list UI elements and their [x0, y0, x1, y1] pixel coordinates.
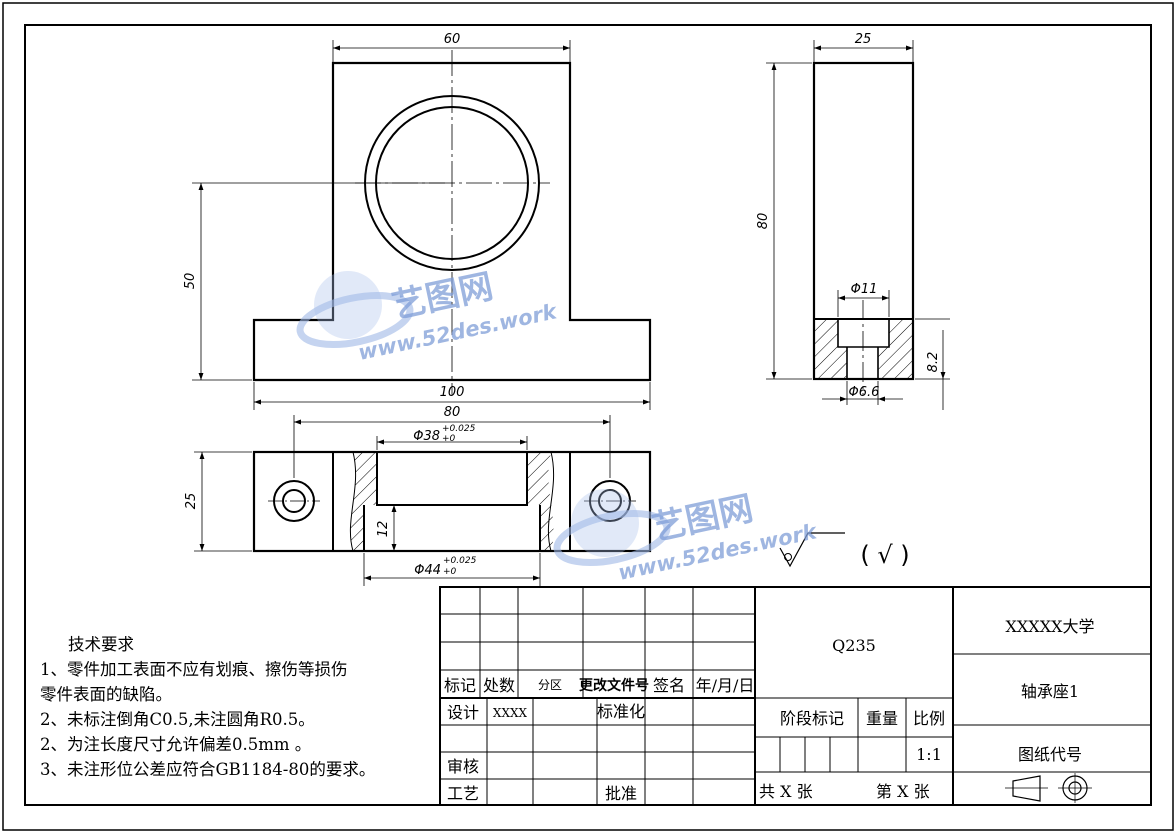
dim-counterbore-depth: 8.2	[926, 352, 941, 373]
dim-front-width: 60	[444, 32, 461, 47]
watermark-2: 艺图网 www.52des.work	[553, 488, 821, 585]
tb-stage-mark: 阶段标记	[780, 709, 844, 728]
side-view: 25 80 Φ11 Φ6.6 8.2	[756, 32, 950, 410]
dim-bore-38: Φ38	[413, 429, 440, 444]
tb-designer: XXXX	[493, 706, 528, 720]
notes-line-1a: 1、零件加工表面不应有划痕、擦伤等损伤	[40, 660, 348, 679]
notes-line-4: 3、未注形位公差应符合GB1184-80的要求。	[40, 760, 376, 779]
tb-weight: 重量	[866, 709, 898, 728]
top-view: 80 Φ38 +0.025 +0 25 12 Φ44 +0.025 +0	[184, 405, 652, 586]
tb-scale-value: 1:1	[916, 745, 942, 764]
tb-drawing-number-label: 图纸代号	[1018, 745, 1082, 764]
tb-mark: 标记	[444, 676, 476, 695]
front-view: 60 50 100	[183, 32, 652, 410]
tb-total-sheets: 共 X 张	[759, 782, 813, 801]
tb-count: 处数	[483, 676, 515, 695]
surface-finish-symbol: ( √ )	[779, 532, 910, 569]
title-block: 标记 处数 分区 更改文件号 签名 年/月/日 设计 XXXX 标准化 审核 工…	[439, 586, 1152, 806]
tb-signature: 签名	[653, 676, 685, 695]
dim-hole-through: Φ6.6	[849, 385, 880, 400]
dim-bore-44-tol-upper: +0.025	[443, 556, 477, 566]
notes-line-2: 2、未标注倒角C0.5,未注圆角R0.5。	[40, 710, 315, 729]
tb-material: Q235	[832, 636, 876, 655]
dim-bore-44-tol-lower: +0	[443, 567, 457, 577]
tb-standardize: 标准化	[597, 702, 645, 721]
tb-school: XXXXX大学	[1006, 617, 1095, 636]
dim-side-width: 25	[855, 32, 872, 47]
dim-bore-38-tol-upper: +0.025	[442, 424, 476, 434]
surface-finish-text: ( √ )	[860, 541, 909, 569]
technical-requirements: 技术要求 1、零件加工表面不应有划痕、擦伤等损伤 零件表面的缺陷。 2、未标注倒…	[40, 632, 430, 782]
tb-part-name: 轴承座1	[1021, 682, 1079, 701]
tb-zone: 分区	[538, 678, 562, 692]
notes-title: 技术要求	[68, 635, 134, 654]
dim-bore-38-tol-lower: +0	[442, 434, 456, 444]
tb-process: 工艺	[447, 784, 479, 803]
notes-line-3: 2、为注长度尺寸允许偏差0.5mm 。	[40, 735, 312, 754]
dim-side-height: 80	[756, 213, 771, 230]
tb-design: 设计	[447, 703, 479, 722]
tb-approve: 批准	[605, 784, 637, 803]
dim-top-depth: 25	[184, 493, 199, 510]
dim-base-width: 100	[440, 385, 465, 400]
tb-scale-label: 比例	[913, 709, 945, 728]
tb-review: 审核	[447, 757, 479, 776]
dim-bore-44: Φ44	[414, 563, 441, 578]
dim-front-height: 50	[183, 273, 198, 290]
watermark-1: 艺图网 www.52des.work	[296, 266, 561, 365]
projection-symbol	[1005, 773, 1092, 803]
tb-sheet-no: 第 X 张	[876, 782, 930, 801]
tb-date: 年/月/日	[696, 676, 755, 695]
dim-hole-spacing: 80	[444, 405, 461, 420]
dim-groove-height: 12	[376, 521, 391, 538]
dim-hole-small: Φ11	[851, 282, 878, 297]
notes-line-1b: 零件表面的缺陷。	[40, 685, 172, 704]
tb-change-doc: 更改文件号	[579, 677, 649, 694]
